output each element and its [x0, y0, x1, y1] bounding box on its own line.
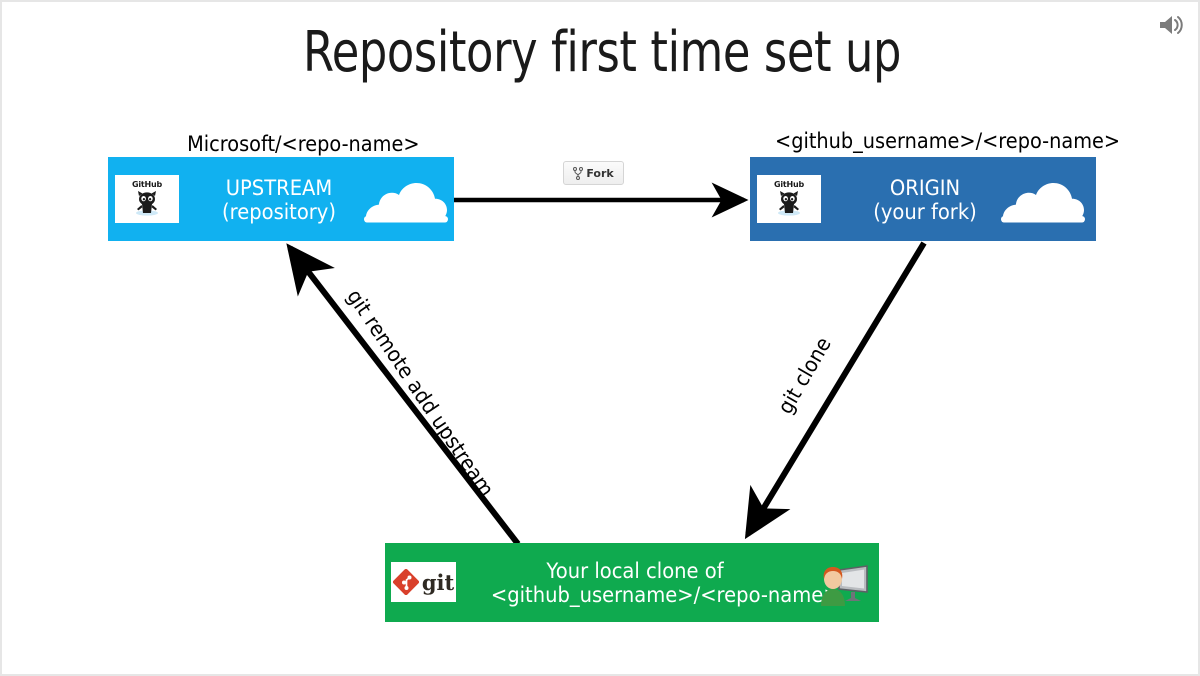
github-logo-wordmark: GitHub — [131, 180, 163, 189]
page-title: Repository first time set up — [302, 20, 902, 85]
local-clone-label-line2: <github_username>/<repo-name> — [490, 582, 840, 607]
edge-remote-add-arrow — [286, 243, 521, 546]
upstream-label-line1: UPSTREAM — [225, 176, 333, 200]
edge-label-git-clone: git clone — [773, 333, 836, 418]
origin-label-line1: ORIGIN — [889, 176, 961, 200]
cloud-icon — [356, 180, 448, 229]
origin-node[interactable]: GitHub ORIGIN (your fork) — [750, 157, 1096, 241]
github-logo-wordmark: GitHub — [773, 180, 805, 189]
git-logo-wordmark: git — [421, 569, 455, 595]
fork-button-label: Fork — [586, 166, 614, 180]
github-logo-icon: GitHub — [115, 175, 179, 223]
git-logo-icon: git — [391, 562, 456, 602]
origin-caption: <github_username>/<repo-name> — [775, 129, 1121, 153]
origin-label-line2: (your fork) — [873, 199, 977, 224]
origin-label: ORIGIN (your fork) — [855, 176, 995, 224]
upstream-node[interactable]: GitHub UPSTREAM (repository) — [108, 157, 454, 241]
cloud-icon — [993, 180, 1085, 229]
github-logo-icon: GitHub — [757, 175, 821, 223]
local-clone-label-line1: Your local clone of — [546, 559, 724, 583]
edge-clone-arrow — [744, 241, 927, 540]
edge-label-remote-add-upstream: git remote add upstream — [342, 285, 499, 502]
speaker-icon[interactable] — [1154, 10, 1188, 40]
upstream-label-line2: (repository) — [221, 199, 336, 224]
upstream-caption: Microsoft/<repo-name> — [187, 132, 420, 156]
fork-button[interactable]: Fork — [563, 161, 624, 185]
local-clone-label: Your local clone of <github_username>/<r… — [490, 559, 840, 607]
fork-icon — [573, 166, 584, 180]
person-computer-icon — [809, 554, 871, 609]
local-clone-node[interactable]: Your local clone of <github_username>/<r… — [385, 543, 879, 622]
upstream-label: UPSTREAM (repository) — [200, 176, 358, 224]
